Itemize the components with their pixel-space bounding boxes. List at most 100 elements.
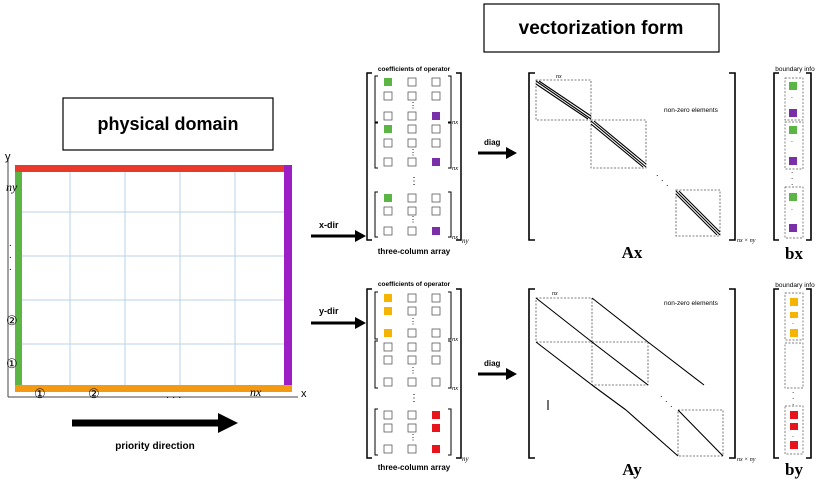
svg-text:.: . — [660, 389, 663, 399]
svg-text:.: . — [792, 386, 794, 395]
domain-grid — [22, 172, 284, 385]
y-dir-label: y-dir — [319, 306, 339, 316]
top-matrix-size: nx × ny — [737, 238, 756, 244]
block-subscript: nx — [452, 165, 458, 172]
priority-arrow-head — [218, 413, 238, 433]
boundary-bottom — [15, 385, 292, 392]
top-three-column-array: nx ⋮ nx ⋮ ⋮ nx ⋮ — [374, 75, 458, 241]
boundary-left — [15, 172, 22, 385]
axis-y-label: y — [5, 151, 11, 163]
boundary-top — [15, 165, 289, 172]
coefficient-cell — [407, 377, 417, 387]
vertical-ellipsis: ⋮ — [409, 176, 419, 187]
svg-text:.: . — [670, 399, 673, 409]
vertical-ellipsis: ⋮ — [409, 393, 419, 404]
matrix-ax-label: Ax — [622, 243, 643, 262]
svg-text:.: . — [792, 398, 794, 407]
coefficient-cell — [432, 158, 440, 166]
bottom-matrix-nx: nx — [552, 291, 558, 297]
svg-text:.: . — [792, 392, 794, 401]
top-boundary-title: boundary info — [775, 66, 815, 73]
left-mark-1: ① — [6, 356, 18, 371]
coefficient-cell — [383, 226, 393, 236]
coefficient-cell — [431, 355, 441, 365]
coefficient-cell — [407, 423, 417, 433]
bottom-nx: nx — [250, 385, 262, 399]
top-nonzero-label: non-zero elements — [664, 107, 719, 114]
vector-by-label: by — [785, 460, 803, 479]
vertical-ellipsis: ⋮ — [409, 433, 417, 442]
coefficient-cell — [431, 328, 441, 338]
coefficient-cell — [407, 91, 417, 101]
coefficient-cell — [384, 78, 392, 86]
svg-text:.: . — [791, 93, 793, 100]
vertical-ellipsis: ⋮ — [409, 215, 417, 224]
coefficient-cell — [407, 226, 417, 236]
coefficient-cell — [431, 377, 441, 387]
bottom-nonzero-label: non-zero elements — [664, 300, 719, 307]
physical-domain-label: physical domain — [97, 114, 238, 134]
coefficient-cell — [432, 227, 440, 235]
ny-label: ny — [6, 180, 18, 194]
coefficient-cell — [431, 206, 441, 216]
coefficient-cell — [407, 138, 417, 148]
bottom-mark-2: ② — [88, 386, 100, 401]
coefficient-cell — [432, 411, 440, 419]
coefficient-cell — [432, 445, 440, 453]
coefficient-cell — [384, 329, 392, 337]
coefficient-cell — [383, 138, 393, 148]
coefficient-cell — [432, 424, 440, 432]
block-subscript: nx — [452, 119, 458, 126]
axis-x-label: x — [301, 388, 307, 400]
coefficient-cell — [431, 342, 441, 352]
vertical-dots: . — [9, 238, 12, 249]
bottom-diag-label: diag — [484, 359, 501, 368]
coefficient-cell — [383, 91, 393, 101]
coefficient-cell — [431, 77, 441, 87]
coefficient-cell — [383, 342, 393, 352]
coefficient-cell — [384, 307, 392, 315]
block-subscript: nx — [452, 234, 458, 241]
x-direction-section: x-dir coefficients of operator ny nx⋮nx⋮… — [311, 66, 815, 263]
svg-text:.: . — [665, 394, 668, 404]
title-text: vectorization form — [519, 18, 684, 39]
top-coef-title: coefficients of operator — [378, 66, 451, 73]
top-matrix-nx: nx — [556, 74, 562, 80]
coefficient-cell — [407, 157, 417, 167]
left-mark-2: ② — [6, 313, 18, 328]
coefficient-cell — [383, 111, 393, 121]
coefficient-cell — [431, 124, 441, 134]
y-direction-section: y-dir coefficients of operator ny nx ⋮ nx ⋮… — [311, 281, 815, 479]
bottom-dots: . . . — [166, 389, 181, 401]
block-subscript: nx — [452, 385, 458, 392]
svg-text:.: . — [791, 205, 793, 212]
coefficient-cell — [383, 206, 393, 216]
coefficient-cell — [431, 91, 441, 101]
svg-text:.: . — [666, 178, 669, 188]
bottom-three-column-array: nx⋮nx⋮⋮⋮ — [374, 291, 458, 456]
svg-text:.: . — [791, 137, 793, 144]
svg-text:ny: ny — [462, 237, 470, 245]
svg-text:.: . — [792, 319, 794, 326]
svg-text:.: . — [791, 172, 793, 181]
bottom-matrix-size: nx × ny — [737, 457, 756, 463]
coefficient-cell — [407, 306, 417, 316]
coefficient-cell — [407, 444, 417, 454]
coefficient-cell — [383, 377, 393, 387]
coefficient-cell — [431, 306, 441, 316]
vertical-ellipsis: ⋮ — [409, 148, 417, 157]
coefficient-cell — [407, 77, 417, 87]
vertical-ellipsis: ⋮ — [409, 101, 417, 110]
vector-bx-label: bx — [785, 244, 803, 263]
svg-text:.: . — [791, 178, 793, 187]
physical-domain-box — [62, 97, 274, 151]
title-box — [483, 3, 720, 53]
coefficient-cell — [407, 355, 417, 365]
boundary-right — [284, 165, 292, 390]
coefficient-cell — [407, 410, 417, 420]
coefficient-cell — [407, 206, 417, 216]
svg-text:ny: ny — [462, 455, 470, 463]
coefficient-cell — [383, 355, 393, 365]
bottom-coef-title: coefficients of operator — [378, 281, 451, 288]
